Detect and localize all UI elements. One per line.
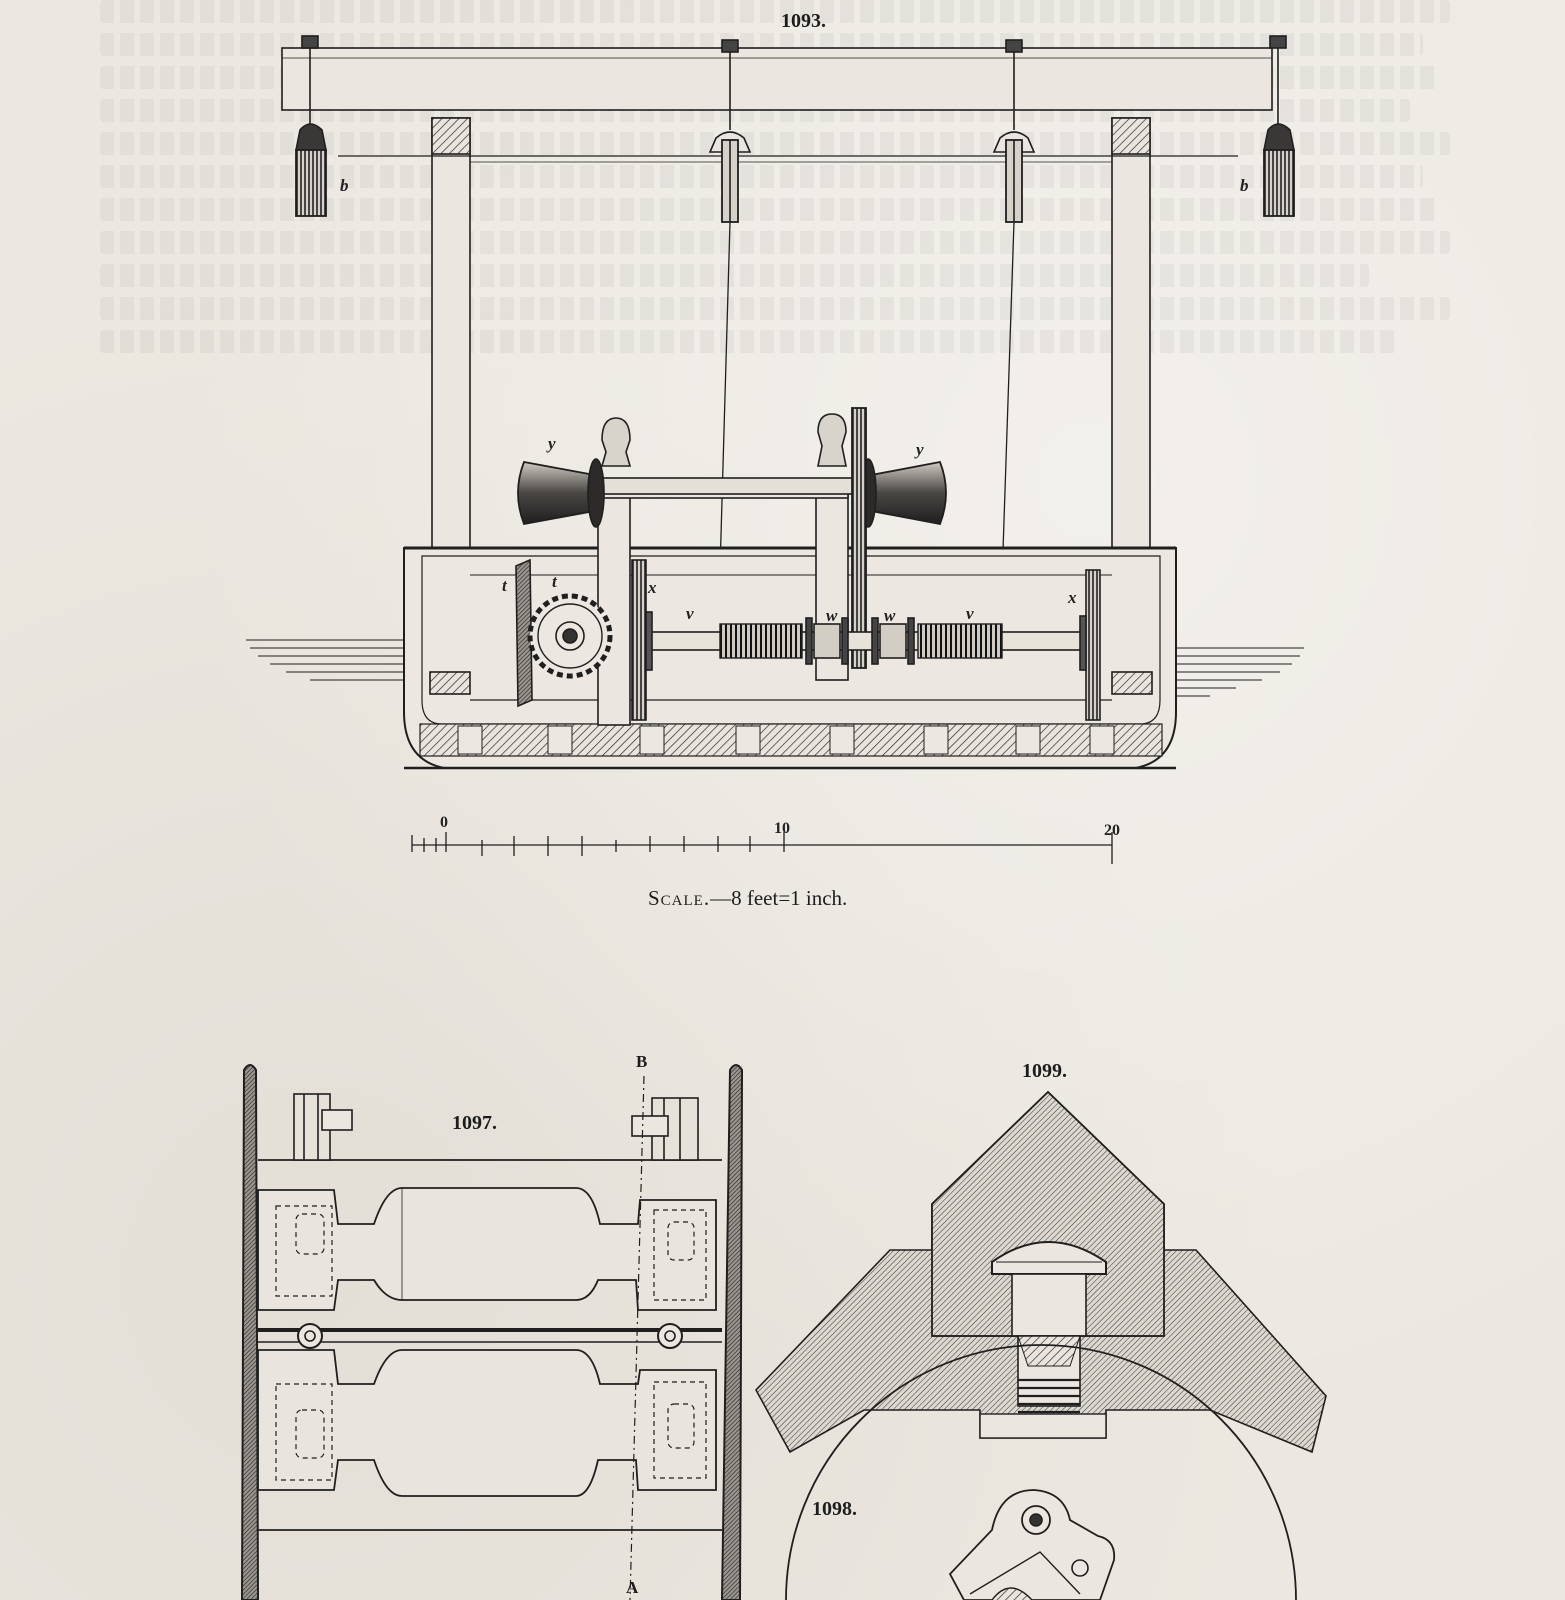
- section-label-a: A: [626, 1578, 639, 1597]
- scale-caption-value: —8 feet=1 inch.: [710, 886, 848, 910]
- callout-y-right: y: [916, 440, 924, 459]
- callout-w-right: w: [884, 606, 896, 625]
- winch-post-left: [597, 489, 631, 726]
- flange-right: [720, 1064, 744, 1600]
- scale-caption: Scale.—8 feet=1 inch.: [648, 886, 847, 911]
- callout-b-right: b: [1240, 176, 1249, 195]
- callout-v-right: v: [966, 604, 974, 623]
- hanger-bolts: [301, 35, 1287, 130]
- figure-1099-diagram: [755, 1090, 1327, 1454]
- rod-nut-left: [297, 1323, 323, 1349]
- callout-t-right: t: [552, 572, 557, 591]
- section-label-b: B: [636, 1052, 648, 1071]
- pulley-block-right: [1263, 123, 1295, 217]
- rod-nut-right: [657, 1323, 683, 1349]
- figure-1099-number: 1099.: [1022, 1060, 1067, 1082]
- flange-left: [240, 1064, 260, 1600]
- pulley-block-middle-right: [992, 131, 1036, 223]
- scale-tick-20: 20: [1104, 822, 1120, 839]
- figure-1098-diagram: [785, 1344, 1297, 1600]
- capstan-drum-left: [517, 458, 605, 528]
- figure-1093-number: 1093.: [781, 10, 826, 32]
- worm-screw-right: [917, 623, 1003, 659]
- end-plate-right: [1085, 569, 1101, 721]
- scale-tick-10: 10: [774, 820, 790, 837]
- bollard-left: [600, 417, 632, 467]
- pinion-gear: [527, 593, 613, 679]
- callout-x-left: x: [648, 578, 657, 597]
- worm-screw-left: [719, 623, 803, 659]
- spur-gear-edge: [515, 558, 533, 708]
- pulley-block-middle-left: [708, 131, 752, 223]
- callout-x-right: x: [1068, 588, 1077, 607]
- bolt-head: [991, 1241, 1107, 1275]
- lower-shaft: [645, 631, 1087, 651]
- scale-caption-prefix: Scale.: [648, 886, 711, 910]
- section-line-a-b: [629, 1075, 645, 1600]
- link-mechanism: [948, 1489, 1116, 1600]
- hub-boss-top-right: [631, 1097, 699, 1161]
- water-surface: [246, 639, 1304, 697]
- figure-1097-number: 1097.: [452, 1112, 497, 1134]
- bolt-thread: [1018, 1378, 1080, 1414]
- figure-1093-diagram: [246, 35, 1304, 864]
- callout-v-left: v: [686, 604, 694, 623]
- large-gear-wheel: [851, 407, 867, 669]
- top-beam: [281, 47, 1273, 111]
- clutch-left: [805, 617, 849, 665]
- figure-1097-diagram: [240, 1064, 744, 1600]
- outer-circle: [785, 1344, 1297, 1600]
- capstan-drum-right: [859, 458, 947, 528]
- scale-tick-0: 0: [440, 814, 448, 831]
- callout-t-left: t: [502, 576, 507, 595]
- bollard-right: [817, 413, 847, 467]
- hub-boss-top-left: [293, 1093, 353, 1161]
- clutch-right: [871, 617, 915, 665]
- callout-b-left: b: [340, 176, 349, 195]
- callout-y-left: y: [548, 434, 556, 453]
- pulley-block-left: [295, 123, 327, 217]
- figure-1098-number: 1098.: [812, 1498, 857, 1520]
- hidden-lines: [275, 1205, 707, 1481]
- scale-bar: [411, 832, 1113, 864]
- end-plate-left: [631, 559, 647, 721]
- callout-w-left: w: [826, 606, 838, 625]
